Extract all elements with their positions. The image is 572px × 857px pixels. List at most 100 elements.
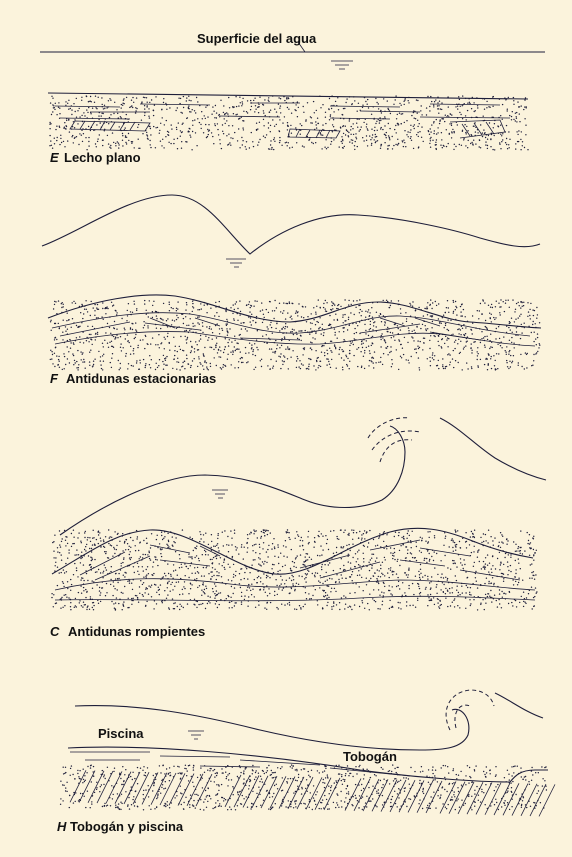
sand-grain (296, 769, 297, 770)
sand-grain (511, 337, 512, 338)
sand-grain (187, 603, 188, 604)
sand-grain (73, 802, 74, 803)
sand-grain (179, 604, 180, 605)
sand-grain (218, 575, 219, 576)
sand-grain (52, 542, 53, 543)
sand-grain (373, 322, 374, 323)
sand-grain (192, 303, 193, 304)
sand-grain (105, 313, 106, 314)
sand-grain (147, 344, 148, 345)
sand-grain (132, 329, 133, 330)
sand-grain (172, 598, 173, 599)
sand-grain (499, 142, 500, 143)
sand-grain (181, 148, 182, 149)
sand-grain (147, 554, 148, 555)
sand-grain (91, 560, 92, 561)
sand-grain (63, 353, 64, 354)
sand-grain (255, 544, 256, 545)
sand-grain (245, 146, 246, 147)
sand-grain (144, 108, 145, 109)
sand-grain (273, 572, 274, 573)
sand-grain (241, 137, 242, 138)
sand-grain (166, 120, 167, 121)
sand-grain (233, 318, 234, 319)
sand-grain (393, 555, 394, 556)
sand-grain (146, 538, 147, 539)
sand-grain (317, 600, 318, 601)
sand-grain (341, 767, 342, 768)
sand-grain (103, 784, 104, 785)
sand-grain (398, 602, 399, 603)
sand-grain (263, 136, 264, 137)
sand-grain (528, 540, 529, 541)
sand-grain (461, 800, 462, 801)
sand-grain (321, 134, 322, 135)
sand-grain (62, 800, 63, 801)
sand-grain (61, 572, 62, 573)
sand-grain (179, 558, 180, 559)
sand-grain (249, 785, 250, 786)
sand-grain (283, 545, 284, 546)
sand-grain (184, 768, 185, 769)
sand-grain (288, 126, 289, 127)
sand-grain (241, 362, 242, 363)
sand-grain (60, 546, 61, 547)
sand-grain (257, 349, 258, 350)
sand-grain (146, 601, 147, 602)
sand-grain (81, 555, 82, 556)
sand-grain (310, 122, 311, 123)
sand-grain (199, 585, 200, 586)
sand-grain (107, 135, 108, 136)
sand-grain (264, 773, 265, 774)
sand-grain (215, 347, 216, 348)
sand-grain (125, 549, 126, 550)
sand-grain (354, 338, 355, 339)
sand-grain (333, 553, 334, 554)
sand-grain (492, 96, 493, 97)
sand-grain (254, 343, 255, 344)
sand-grain (325, 595, 326, 596)
sand-grain (382, 784, 383, 785)
sand-grain (496, 353, 497, 354)
sand-grain (337, 795, 338, 796)
sand-grain (269, 577, 270, 578)
sand-grain (448, 307, 449, 308)
sand-grain (513, 104, 514, 105)
sand-grain (347, 548, 348, 549)
sand-grain (380, 148, 381, 149)
sand-grain (289, 577, 290, 578)
sand-grain (207, 304, 208, 305)
sand-grain (270, 359, 271, 360)
sand-grain (128, 607, 129, 608)
sand-grain (118, 603, 119, 604)
sand-grain (80, 541, 81, 542)
sand-grain (129, 546, 130, 547)
sand-grain (193, 326, 194, 327)
sand-grain (310, 348, 311, 349)
sand-grain (515, 560, 516, 561)
sand-grain (59, 530, 60, 531)
sand-grain (61, 597, 62, 598)
sand-grain (447, 567, 448, 568)
sand-grain (56, 126, 57, 127)
sand-grain (194, 358, 195, 359)
sand-grain (440, 577, 441, 578)
sand-grain (157, 796, 158, 797)
sand-grain (360, 129, 361, 130)
sand-grain (517, 766, 518, 767)
sand-grain (251, 803, 252, 804)
sand-grain (123, 784, 124, 785)
sand-grain (90, 350, 91, 351)
sand-grain (477, 365, 478, 366)
sand-grain (348, 319, 349, 320)
sand-grain (498, 326, 499, 327)
sand-grain (436, 553, 437, 554)
sand-grain (453, 311, 454, 312)
sand-grain (138, 139, 139, 140)
sand-grain (314, 537, 315, 538)
sand-grain (109, 327, 110, 328)
sand-grain (298, 366, 299, 367)
sand-grain (472, 144, 473, 145)
sand-grain (215, 603, 216, 604)
sand-grain (502, 104, 503, 105)
